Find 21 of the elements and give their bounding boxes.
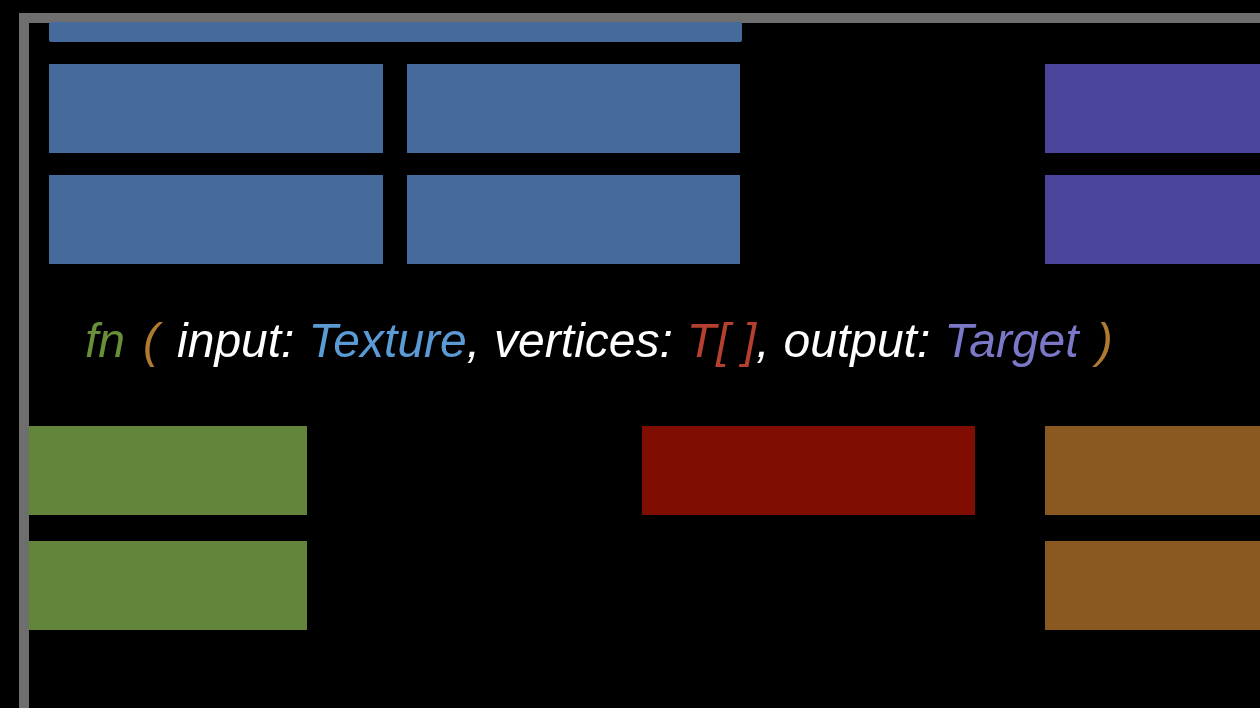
- code-token: vertices:: [494, 312, 673, 368]
- color-block: [407, 175, 740, 264]
- code-token: Target: [944, 312, 1079, 368]
- color-block: [1045, 64, 1260, 153]
- code-token: Texture: [308, 312, 467, 368]
- code-token: input:: [177, 312, 295, 368]
- color-block: [49, 64, 383, 153]
- header-bar: [49, 22, 742, 42]
- color-block: [1045, 541, 1260, 630]
- color-block: [1045, 426, 1260, 515]
- color-block: [29, 541, 307, 630]
- code-token: ,: [466, 312, 481, 368]
- color-block: [642, 426, 975, 515]
- code-token: fn: [85, 312, 126, 368]
- code-token: T[ ]: [686, 312, 757, 368]
- color-block: [407, 64, 740, 153]
- code-token: output:: [783, 312, 931, 368]
- color-block: [49, 175, 383, 264]
- color-block: [29, 426, 307, 515]
- color-block: [1045, 175, 1260, 264]
- code-token: ,: [756, 312, 770, 368]
